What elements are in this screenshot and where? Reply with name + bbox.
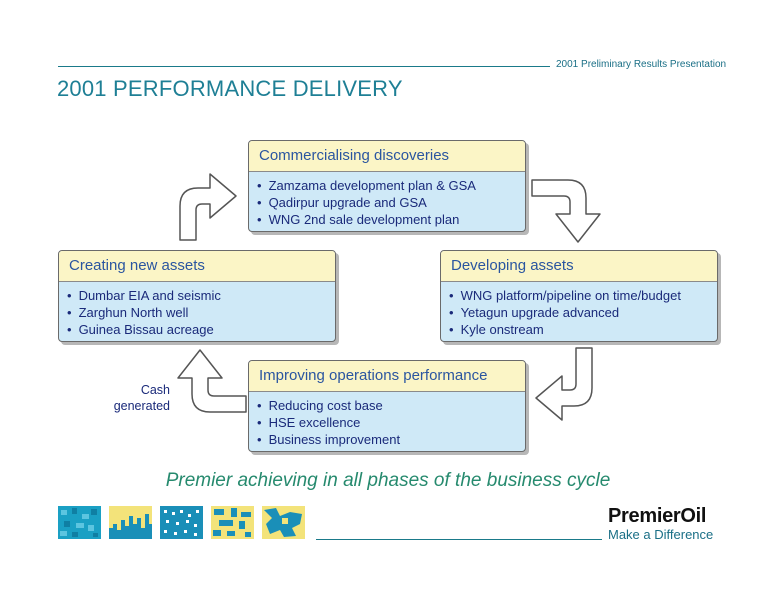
curved-arrow-up-right-icon	[179, 173, 237, 241]
tagline: Premier achieving in all phases of the b…	[165, 470, 611, 491]
cash-label-line2: generated	[113, 399, 170, 413]
developing-list: WNG platform/pipeline on time/budget Yet…	[441, 282, 717, 338]
improving-list: Reducing cost base HSE excellence Busine…	[249, 392, 525, 448]
list-item: Zamzama development plan & GSA	[257, 177, 525, 194]
presentation-label: 2001 Preliminary Results Presentation	[556, 59, 727, 70]
list-item: WNG platform/pipeline on time/budget	[449, 287, 717, 304]
commercialising-heading: Commercialising discoveries	[249, 141, 525, 172]
creating-box: Creating new assets Dumbar EIA and seism…	[58, 250, 336, 342]
list-item: WNG 2nd sale development plan	[257, 211, 525, 228]
tile-4	[211, 506, 254, 539]
list-item: Qadirpur upgrade and GSA	[257, 194, 525, 211]
improving-heading: Improving operations performance	[249, 361, 525, 392]
creating-heading: Creating new assets	[59, 251, 335, 282]
page-title: 2001 PERFORMANCE DELIVERY	[57, 76, 403, 101]
curved-arrow-down-left-icon	[535, 347, 593, 421]
improving-box: Improving operations performance Reducin…	[248, 360, 526, 452]
cash-generated-label: Cash generated	[98, 382, 170, 414]
list-item: Business improvement	[257, 431, 525, 448]
premier-oil-logo: PremierOil	[608, 505, 707, 527]
commercialising-list: Zamzama development plan & GSA Qadirpur …	[249, 172, 525, 228]
list-item: Dumbar EIA and seismic	[67, 287, 335, 304]
creating-list: Dumbar EIA and seismic Zarghun North wel…	[59, 282, 335, 338]
list-item: HSE excellence	[257, 414, 525, 431]
developing-heading: Developing assets	[441, 251, 717, 282]
list-item: Kyle onstream	[449, 321, 717, 338]
tile-3	[160, 506, 203, 539]
list-item: Guinea Bissau acreage	[67, 321, 335, 338]
footer-rule	[316, 539, 602, 540]
curved-arrow-up-left-icon	[177, 349, 247, 413]
cash-label-line1: Cash	[140, 383, 170, 397]
commercialising-box: Commercialising discoveries Zamzama deve…	[248, 140, 526, 232]
list-item: Reducing cost base	[257, 397, 525, 414]
slogan: Make a Difference	[608, 527, 714, 542]
tile-5	[262, 506, 305, 539]
developing-box: Developing assets WNG platform/pipeline …	[440, 250, 718, 342]
header-rule	[58, 66, 550, 67]
curved-arrow-down-right-icon	[531, 179, 601, 243]
list-item: Yetagun upgrade advanced	[449, 304, 717, 321]
list-item: Zarghun North well	[67, 304, 335, 321]
tile-2	[109, 506, 152, 539]
tile-1	[58, 506, 101, 539]
